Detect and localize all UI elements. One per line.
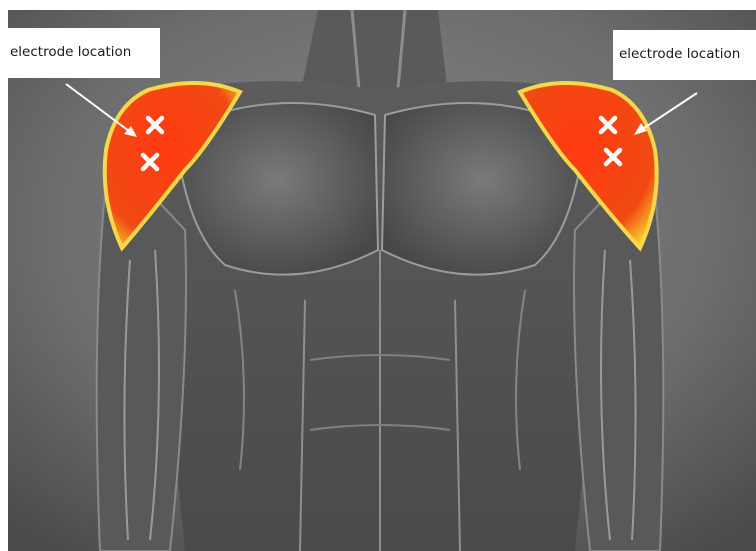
electrode-location-label-right: electrode location [613,30,756,80]
electrode-location-label-left: electrode location [4,28,160,78]
anatomy-illustration [8,10,756,551]
neck [300,10,448,95]
